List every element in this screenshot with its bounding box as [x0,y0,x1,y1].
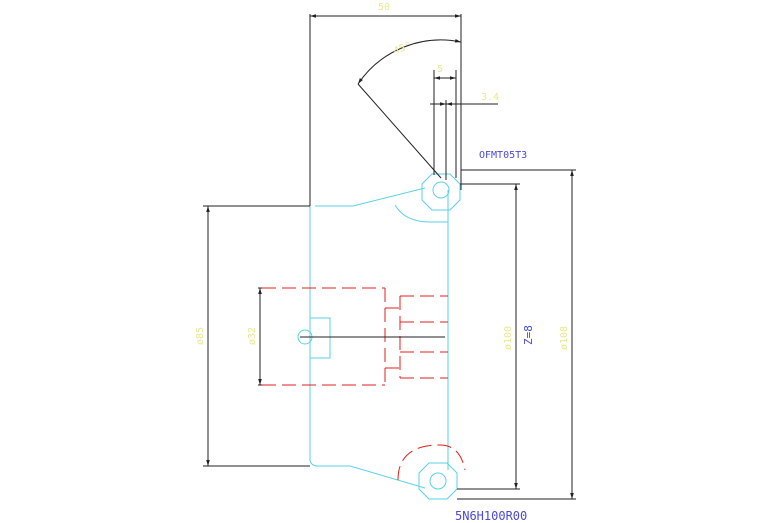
dim-dia-100: ø100 [503,326,514,350]
dim-dia-85: ø85 [195,327,206,345]
dim-width-50: 50 [378,2,390,13]
top-insert [421,173,461,211]
cutter-code-label: 5N6H100R00 [455,509,527,523]
dim-dia-108: ø108 [559,326,570,350]
dim-teeth-z8: Z=8 [522,325,535,345]
dim-dia-32: ø32 [247,327,258,345]
dim-width-5: 5 [437,64,443,75]
hidden-lines [262,287,466,481]
dim-offset-3-4: 3.4 [481,92,499,103]
dim-angle-45: 45° [392,40,413,57]
insert-code-label: OFMT05T3 [479,150,527,161]
cutter-body-outline [297,187,449,489]
dimension-lines [203,14,576,500]
bottom-insert [418,462,458,500]
